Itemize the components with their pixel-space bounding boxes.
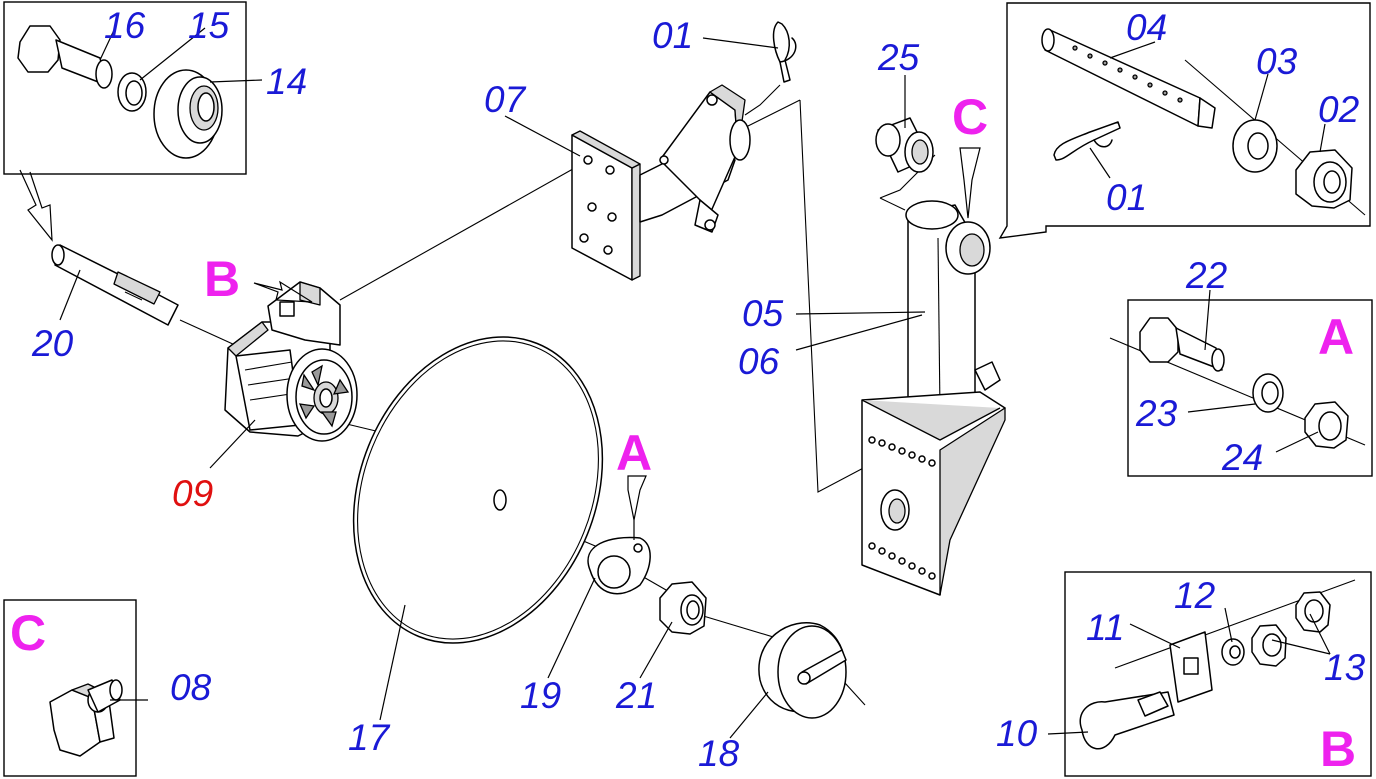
detail-arrow-to-shaft <box>19 169 53 242</box>
callout-11: 11 <box>1086 607 1124 648</box>
flat-washer-part-03 <box>1232 119 1278 173</box>
arm-part-05-06 <box>861 200 1006 596</box>
callout-13: 13 <box>1324 647 1366 688</box>
callout-23: 23 <box>1135 393 1178 434</box>
detail-box-c-grease-fitting <box>3 599 137 777</box>
callout-19: 19 <box>520 675 561 716</box>
callout-05: 05 <box>742 293 784 334</box>
callout-12: 12 <box>1174 575 1216 616</box>
hex-nut-part-13 <box>1251 591 1331 667</box>
bushing-part-25 <box>875 117 934 173</box>
callout-18: 18 <box>698 733 740 774</box>
linch-pin-part-01-top <box>772 21 797 83</box>
callout-16: 16 <box>104 5 146 46</box>
detail-letter-c-main: C <box>952 89 988 145</box>
callout-03: 03 <box>1256 41 1298 82</box>
hub-assembly-part-09 <box>224 281 358 442</box>
linch-pin-part-01-box <box>1053 121 1121 161</box>
callout-14: 14 <box>266 61 307 102</box>
detail-letter-b-main: B <box>204 251 240 307</box>
carriage-bolt-part-10 <box>1079 691 1175 750</box>
callout-08: 08 <box>170 667 212 708</box>
detail-box-bearing <box>3 1 247 175</box>
mounting-plate-part-07 <box>571 130 641 281</box>
pin-holes <box>1072 45 1183 103</box>
callout-06: 06 <box>738 341 780 382</box>
leader-lines <box>59 27 1331 739</box>
detail-letter-b-box: B <box>1320 721 1356 777</box>
detail-letter-a-main: A <box>616 425 652 481</box>
shaft-part-20 <box>51 244 179 326</box>
hex-nut-part-24 <box>1304 401 1349 449</box>
detail-box-arm-pin <box>998 2 1371 239</box>
detail-arrow-c <box>959 147 981 219</box>
hex-nut-part-21 <box>659 581 707 635</box>
callout-24: 24 <box>1221 437 1263 478</box>
bolt-part-16 <box>17 25 113 89</box>
callout-25: 25 <box>877 37 920 78</box>
star-washer-part-19 <box>587 536 651 595</box>
callout-15: 15 <box>188 5 230 46</box>
bearing-part-14 <box>153 69 223 159</box>
square-plate-part-11 <box>1169 631 1213 703</box>
bolt-part-22 <box>1139 317 1225 372</box>
detail-letter-c-box: C <box>10 605 46 661</box>
callout-20-shaft: 20 <box>31 323 74 364</box>
lock-washer-part-15 <box>117 72 147 112</box>
lock-washer-part-23 <box>1252 373 1284 413</box>
callout-01-top: 01 <box>652 15 693 56</box>
callout-17: 17 <box>348 717 391 758</box>
grease-fitting-part-08 <box>49 679 123 757</box>
detail-letter-a-box: A <box>1318 309 1354 365</box>
detail-arrow-b <box>253 280 313 303</box>
detail-letters: A A B B C C <box>10 89 1356 777</box>
detail-box-a-bolt <box>1127 299 1373 477</box>
disc-blade-part-17 <box>352 336 604 644</box>
callout-02: 02 <box>1318 89 1360 130</box>
lock-nut-part-02 <box>1295 149 1353 209</box>
arm-adjust-holes <box>868 436 936 580</box>
bracket-arm <box>639 84 751 233</box>
callout-labels: 01 01 02 03 04 05 06 07 08 09 10 11 12 1… <box>31 5 1366 774</box>
flat-washer-part-12 <box>1221 638 1245 666</box>
adjustment-pin-part-04 <box>1041 28 1216 129</box>
detail-arrow-a <box>627 475 647 540</box>
callout-09: 09 <box>172 473 213 514</box>
callout-07: 07 <box>484 79 527 120</box>
detail-box-b-carriage-bolt <box>1064 571 1372 777</box>
callout-04: 04 <box>1126 7 1167 48</box>
callout-20: 21 <box>615 675 657 716</box>
callout-01-box: 01 <box>1106 177 1147 218</box>
callout-22: 22 <box>1185 255 1228 296</box>
scraper-part-18 <box>758 622 847 719</box>
callout-10: 10 <box>996 713 1038 754</box>
